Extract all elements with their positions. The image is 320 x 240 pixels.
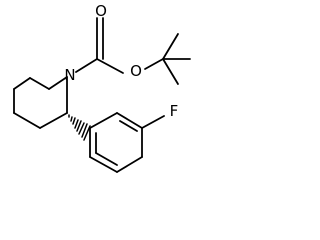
stereo-hashed-bond xyxy=(68,114,91,141)
atom-labels: N O O F xyxy=(64,2,178,120)
structure-diagram: N O O F xyxy=(13,2,191,173)
boc-group xyxy=(75,17,191,85)
ester-oxygen-label: O xyxy=(130,62,142,80)
hash-line-5 xyxy=(76,120,82,132)
piperidine-ring xyxy=(13,76,68,129)
bond-c5-c4 xyxy=(13,77,31,90)
bond-ar-c4-c5 xyxy=(116,156,143,173)
bond-n-c6 xyxy=(48,76,68,90)
bond-ar-c1-c2 xyxy=(89,112,118,129)
hash-line-7 xyxy=(81,123,88,138)
hash-line-8 xyxy=(83,125,91,141)
bond-c6-c5 xyxy=(29,77,50,90)
bond-tbu-methyl-bottom xyxy=(162,58,179,85)
bond-ar-c5-c6-inner xyxy=(95,152,118,166)
carbonyl-oxygen-label: O xyxy=(95,2,107,20)
bond-ester-o-c xyxy=(144,58,164,70)
hash-line-2 xyxy=(70,116,73,122)
nitrogen-label: N xyxy=(64,66,75,84)
hash-line-3 xyxy=(72,117,76,125)
bond-tbu-methyl-top xyxy=(162,33,179,60)
fluorophenyl-ring xyxy=(89,112,165,173)
bond-ar-c5-c6 xyxy=(89,156,118,173)
bond-ar-c2-c3-inner xyxy=(119,120,138,132)
fluorine-label: F xyxy=(170,102,179,120)
bond-ar-c2-c3 xyxy=(116,112,143,129)
bond-carbonyl-ester xyxy=(96,58,124,74)
bond-n-carbonyl xyxy=(75,58,98,73)
hash-line-4 xyxy=(74,119,79,129)
hash-line-6 xyxy=(78,122,85,135)
bond-ar-c3-f xyxy=(141,115,165,129)
bond-c2-c1 xyxy=(39,112,68,129)
bond-c3-c2 xyxy=(13,112,41,129)
